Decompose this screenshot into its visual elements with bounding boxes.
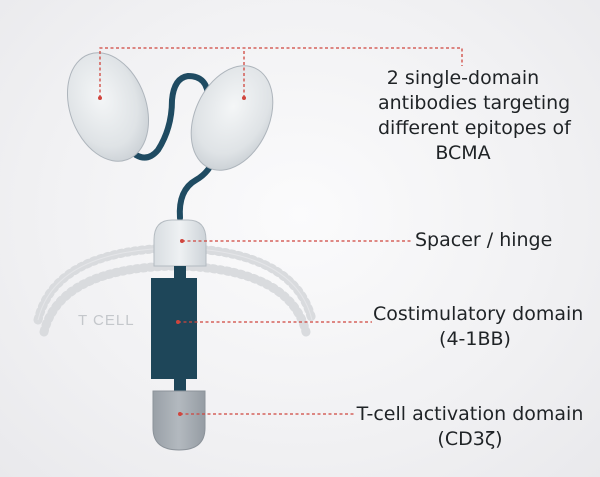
costim-connector — [174, 379, 186, 391]
t-cell-label: T CELL — [78, 312, 135, 329]
activation-line-1: T-cell activation domain — [356, 403, 584, 425]
leader-dot-3 — [180, 239, 184, 243]
linker-chain — [133, 72, 215, 161]
activation-line-2: (CD3ζ) — [437, 428, 503, 450]
costim-line-2: (4-1BB) — [439, 328, 511, 350]
antibodies-line-4: BCMA — [435, 142, 491, 164]
leader-antibodies — [99, 47, 463, 98]
antibodies-label: 2 single-domain antibodies targeting dif… — [378, 66, 571, 166]
antibodies-line-3: different epitopes of — [378, 117, 571, 139]
activation-label: T-cell activation domain (CD3ζ) — [355, 402, 585, 452]
activation-block — [152, 390, 206, 451]
leader-dot-4 — [176, 320, 180, 324]
spacer-block — [153, 219, 207, 267]
antibody-domain-1 — [66, 52, 150, 162]
leader-dot-5 — [178, 412, 182, 416]
antibodies-line-2: antibodies targeting — [378, 92, 571, 114]
leader-dot-2 — [242, 96, 246, 100]
leader-dot-1 — [98, 96, 102, 100]
costim-block — [151, 278, 197, 379]
costim-label: Costimulatory domain (4-1BB) — [373, 302, 584, 352]
spacer-connector — [174, 266, 186, 278]
spacer-label: Spacer / hinge — [415, 229, 553, 251]
antibodies-line-1: 2 single-domain — [386, 67, 540, 89]
antibody-domain-2 — [190, 65, 274, 171]
costim-line-1: Costimulatory domain — [373, 303, 584, 325]
